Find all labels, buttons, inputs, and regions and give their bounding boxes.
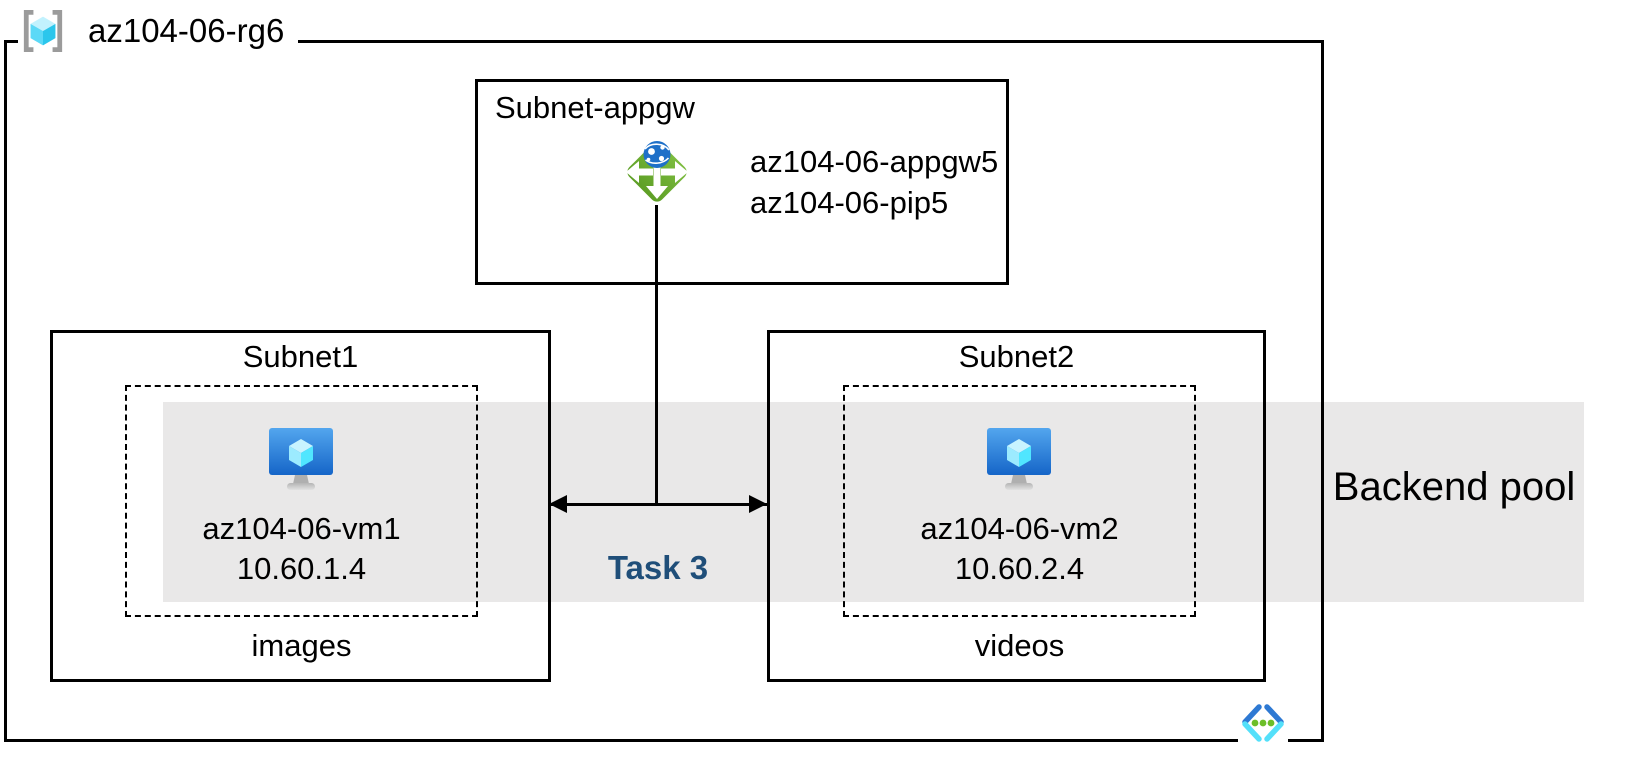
application-gateway-icon bbox=[626, 141, 688, 202]
backend-arrow-line bbox=[551, 503, 767, 506]
subnet2-label: Subnet2 bbox=[958, 339, 1075, 374]
subnet2-pool-name: videos bbox=[974, 628, 1065, 663]
subnet1-pool-name: images bbox=[251, 628, 352, 663]
appgw-connector-line bbox=[655, 205, 658, 506]
virtual-network-icon bbox=[1242, 704, 1284, 742]
backend-pool-band bbox=[163, 402, 1584, 602]
vm1-name: az104-06-vm1 bbox=[202, 511, 401, 546]
resource-group-box bbox=[4, 40, 1324, 742]
subnet-appgw-label: Subnet-appgw bbox=[495, 90, 695, 125]
backend-pool-label: Backend pool bbox=[1332, 465, 1576, 509]
vm2-ip: 10.60.2.4 bbox=[954, 551, 1085, 586]
vm1-labels: az104-06-vm1 10.60.1.4 bbox=[125, 509, 478, 589]
vm1-ip: 10.60.1.4 bbox=[236, 551, 367, 586]
arrowhead-right-icon bbox=[749, 495, 767, 513]
subnet-appgw-box: Subnet-appgw bbox=[475, 79, 1009, 285]
subnet1-label: Subnet1 bbox=[242, 339, 359, 374]
resource-group-name: az104-06-rg6 bbox=[88, 12, 285, 49]
virtual-machine-icon bbox=[269, 428, 333, 490]
virtual-machine-icon bbox=[987, 428, 1051, 490]
virtual-network-icon-wrap bbox=[1238, 700, 1288, 746]
subnet2-vm-group-box bbox=[843, 385, 1196, 617]
subnet1-vm-group-box bbox=[125, 385, 478, 617]
task-label: Task 3 bbox=[607, 549, 709, 586]
application-gateway-names: az104-06-appgw5 az104-06-pip5 bbox=[750, 141, 998, 223]
subnet1-box: Subnet1 bbox=[50, 330, 551, 682]
public-ip-name: az104-06-pip5 bbox=[750, 185, 949, 220]
arrowhead-left-icon bbox=[549, 495, 567, 513]
vm2-name: az104-06-vm2 bbox=[920, 511, 1119, 546]
resource-group-icon bbox=[23, 9, 63, 53]
resource-group-header: az104-06-rg6 bbox=[18, 6, 298, 56]
subnet2-box: Subnet2 bbox=[767, 330, 1266, 682]
application-gateway-name: az104-06-appgw5 bbox=[750, 144, 999, 179]
vm2-labels: az104-06-vm2 10.60.2.4 bbox=[843, 509, 1196, 589]
